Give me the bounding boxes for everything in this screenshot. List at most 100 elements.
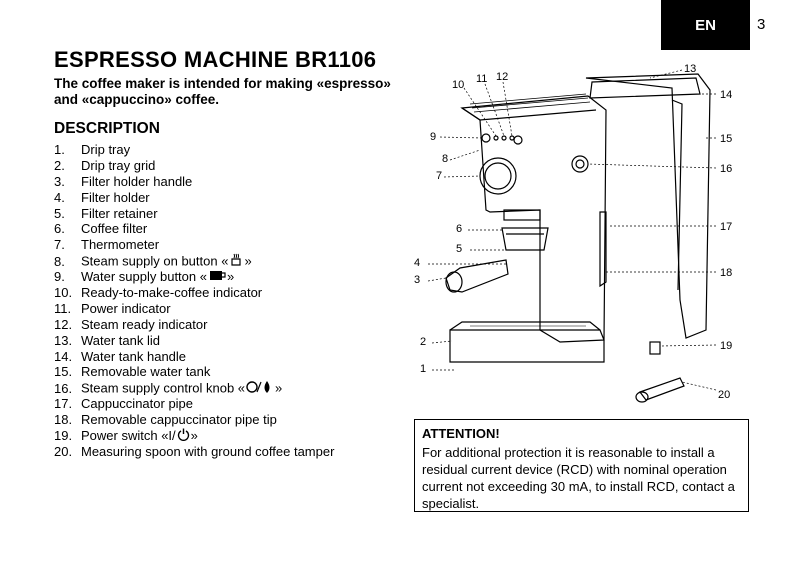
machine-body (460, 95, 607, 343)
part-label: Cappuccinator pipe (81, 396, 194, 412)
diagram-callout-18: 18 (720, 267, 732, 279)
drip-tray-grid (449, 321, 601, 331)
part-label: Water tank lid (81, 332, 160, 348)
diagram-callout-19: 19 (720, 340, 732, 352)
diagram-callout-7: 7 (436, 170, 442, 182)
part-label: Measuring spoon with ground coffee tampe… (81, 443, 335, 459)
part-number: 15. (54, 364, 73, 380)
part-item: 6.Coffee filter (54, 221, 334, 237)
part-item: 18. Removable cappuccinator pipe tip (54, 412, 334, 428)
part-item: 8. Steam supply on button « » (54, 253, 334, 269)
part-label: Filter holder (81, 189, 150, 205)
diagram-callout-11: 11 (476, 73, 487, 85)
part-label-suffix: » (275, 380, 283, 396)
steam-knob (571, 155, 589, 173)
part-label-suffix: » (190, 428, 198, 444)
part-label-suffix: » (226, 269, 235, 285)
part-number: 2. (54, 157, 65, 173)
part-label: Removable water tank (81, 364, 211, 380)
diagram-callout-8: 8 (442, 153, 448, 165)
part-label: Coffee filter (81, 221, 148, 237)
diagram-callout-16: 16 (720, 163, 732, 175)
part-label: Drip tray grid (81, 157, 156, 173)
diagram-callout-2: 2 (420, 336, 426, 348)
part-number: 18. (54, 412, 73, 428)
part-label: Power indicator (81, 300, 171, 316)
part-number: 3. (54, 173, 65, 189)
part-number: 16. (54, 380, 73, 396)
part-label: Drip tray (81, 142, 131, 157)
page-title: ESPRESSO MACHINE BR1106 (54, 47, 377, 72)
part-item: 2. Drip tray grid (54, 158, 334, 174)
attention-box: ATTENTION! For additional protection it … (414, 419, 749, 512)
part-number: 20. (54, 443, 73, 459)
intro-text: The coffee maker is intended for making … (54, 76, 391, 107)
water-tank-outline (585, 73, 711, 339)
diagram-callout-12: 12 (496, 71, 508, 83)
part-number: 1. (54, 142, 65, 157)
part-item: 9. Water supply button « » (54, 269, 334, 285)
description-heading: DESCRIPTION (54, 120, 160, 137)
diagram-callout-6: 6 (456, 223, 462, 235)
part-label: Water supply button « (81, 269, 207, 285)
part-item: 13. Water tank lid (54, 333, 334, 349)
filter-holder (501, 227, 549, 251)
language-tab: EN (661, 0, 750, 50)
part-label: Removable cappuccinator pipe tip (81, 412, 277, 428)
cup-warmer-grid (469, 93, 591, 113)
part-label: Steam supply control knob « (81, 380, 246, 396)
part-number: 17. (54, 396, 73, 412)
part-number: 8. (54, 253, 65, 269)
filter-handle (445, 259, 509, 293)
measuring-spoon (639, 377, 685, 401)
part-item: 1. Drip tray (54, 142, 334, 158)
cup-icon (208, 269, 226, 286)
water-button (481, 133, 491, 143)
part-label: Ready-to-make-coffee indicator (81, 285, 263, 301)
attention-text: For additional protection it is reasonab… (422, 445, 735, 511)
diagram-callout-3: 3 (414, 274, 420, 286)
diagram-callout-4: 4 (414, 257, 420, 269)
diagram-callout-9: 9 (430, 131, 436, 143)
diagram-callout-10: 10 (452, 79, 464, 91)
steam-button (513, 135, 523, 145)
part-number: 13. (54, 332, 73, 348)
part-item: 3.Filter holder handle (54, 174, 334, 190)
part-label: Water tank handle (81, 348, 187, 364)
steam-pipe (599, 211, 607, 288)
power-icon (177, 428, 190, 445)
part-item: 19. Power switch «I/ » (54, 428, 334, 444)
water-tank-lid (589, 77, 701, 99)
diagram-callout-14: 14 (720, 89, 732, 101)
part-number: 19. (54, 428, 73, 444)
part-number: 5. (54, 205, 65, 221)
part-number: 7. (54, 237, 65, 253)
part-number: 11. (54, 300, 72, 316)
diagram-callout-15: 15 (720, 133, 732, 145)
drip-tray (449, 329, 605, 363)
diagram-callout-17: 17 (720, 221, 732, 233)
part-label: Thermometer (81, 237, 160, 253)
page-number: 3 (757, 16, 766, 33)
part-label: Steam supply on button « (81, 253, 229, 269)
part-label: Steam ready indicator (81, 316, 208, 332)
part-number: 4. (54, 189, 65, 205)
part-label: Filter retainer (81, 205, 158, 221)
part-number: 10. (54, 285, 73, 301)
part-item: 20. Measuring spoon with ground coffee ta… (54, 444, 334, 460)
attention-heading: ATTENTION! (422, 426, 500, 441)
diagram-callout-1: 1 (420, 363, 426, 375)
part-item: 4. Filter holder (54, 190, 334, 206)
part-item: 10. Ready-to-make-coffee indicator (54, 285, 334, 301)
part-item: 5. Filter retainer (54, 206, 334, 222)
steam-button-icon (229, 253, 243, 271)
language-code: EN (695, 16, 716, 34)
part-item: 12.Steam ready indicator (54, 317, 334, 333)
part-label: Power switch «I/ (81, 428, 176, 444)
part-item: 11. Power indicator (54, 301, 334, 317)
part-label-suffix: » (244, 253, 252, 269)
part-number: 9. (54, 269, 65, 285)
part-item: 15. Removable water tank (54, 364, 334, 380)
